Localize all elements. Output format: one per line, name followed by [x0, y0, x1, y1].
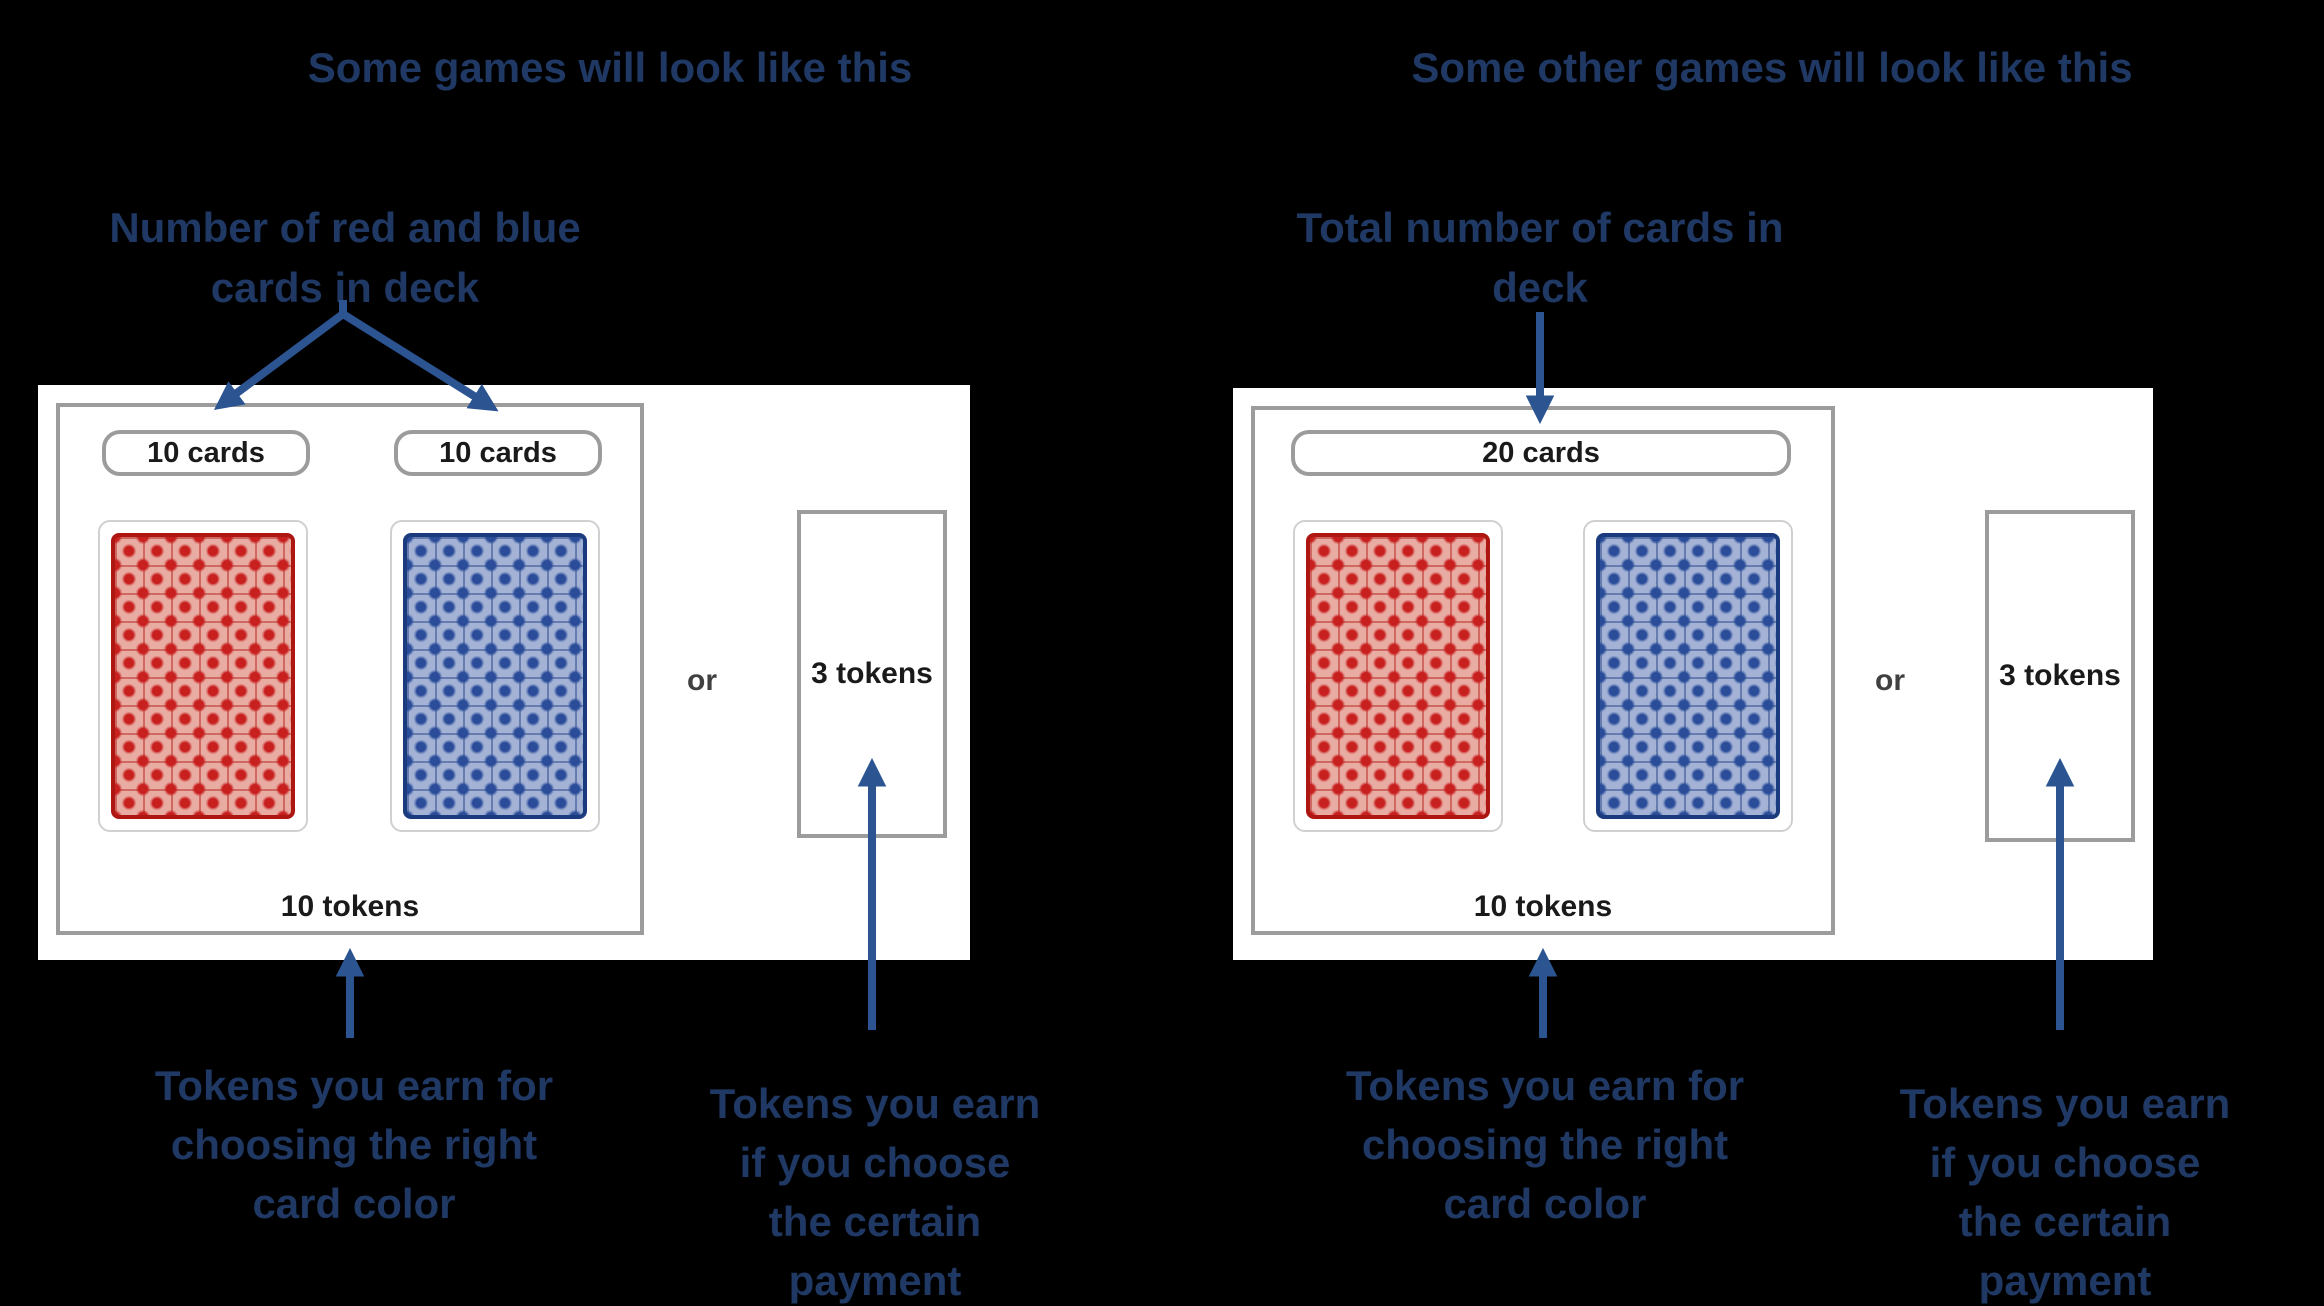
left-blue-deck-count-pill: 10 cards [394, 430, 602, 476]
red-card-back-pattern [111, 533, 295, 819]
right-red-card [1293, 520, 1503, 832]
blue-card-back-pattern [403, 533, 587, 819]
right-reward-annotation-line2: choosing the right [1361, 1121, 1729, 1168]
left-red-deck-count-label: 10 cards [147, 436, 265, 469]
left-certain-annotation: Tokens you earn if you choose the certai… [655, 1074, 1095, 1306]
right-deck-annotation: Total number of cards in deck [1240, 198, 1840, 318]
left-reward-annotation-line2: choosing the right [170, 1121, 538, 1168]
right-certain-annotation-line4: payment [1978, 1257, 2152, 1304]
right-reward-annotation-line3: card color [1443, 1180, 1647, 1227]
right-certain-annotation: Tokens you earn if you choose the certai… [1845, 1074, 2285, 1306]
right-blue-card [1583, 520, 1793, 832]
left-red-card [98, 520, 308, 832]
left-certain-annotation-line4: payment [788, 1257, 962, 1304]
right-game-title: Some other games will look like this [1411, 44, 2133, 91]
right-reward-annotation: Tokens you earn for choosing the right c… [1245, 1056, 1845, 1233]
right-certain-annotation-line2: if you choose [1929, 1139, 2201, 1186]
left-game-title: Some games will look like this [307, 44, 913, 91]
right-or-label: or [1875, 664, 1905, 697]
left-red-deck-count-pill: 10 cards [102, 430, 310, 476]
left-deck-annotation-line1: Number of red and blue [109, 204, 581, 251]
right-deck-annotation-line1: Total number of cards in [1296, 204, 1784, 251]
left-certain-payment-label: 3 tokens [811, 657, 933, 690]
right-reward-annotation-line1: Tokens you earn for [1345, 1062, 1745, 1109]
left-blue-card [390, 520, 600, 832]
right-deck-annotation-line2: deck [1492, 264, 1588, 311]
left-certain-annotation-line1: Tokens you earn [709, 1080, 1041, 1127]
right-certain-annotation-line1: Tokens you earn [1899, 1080, 2231, 1127]
right-total-deck-count-pill: 20 cards [1291, 430, 1791, 476]
left-reward-annotation-line1: Tokens you earn for [154, 1062, 554, 1109]
red-card-back-pattern [1306, 533, 1490, 819]
left-certain-payment-box: 3 tokens [797, 510, 947, 838]
left-certain-annotation-line2: if you choose [739, 1139, 1011, 1186]
left-certain-annotation-line3: the certain [768, 1198, 982, 1245]
left-blue-deck-count-label: 10 cards [439, 436, 557, 469]
right-certain-annotation-line3: the certain [1958, 1198, 2172, 1245]
blue-card-back-pattern [1596, 533, 1780, 819]
left-reward-annotation-line3: card color [252, 1180, 456, 1227]
right-certain-payment-label: 3 tokens [1999, 659, 2121, 692]
left-deck-annotation: Number of red and blue cards in deck [45, 198, 645, 318]
right-reward-tokens-label: 10 tokens [1473, 890, 1613, 923]
right-total-deck-count-label: 20 cards [1482, 436, 1600, 469]
left-reward-tokens-label: 10 tokens [280, 890, 420, 923]
left-deck-annotation-line2: cards in deck [210, 264, 480, 311]
left-reward-annotation: Tokens you earn for choosing the right c… [54, 1056, 654, 1233]
left-or-label: or [687, 664, 717, 697]
right-certain-payment-box: 3 tokens [1985, 510, 2135, 842]
